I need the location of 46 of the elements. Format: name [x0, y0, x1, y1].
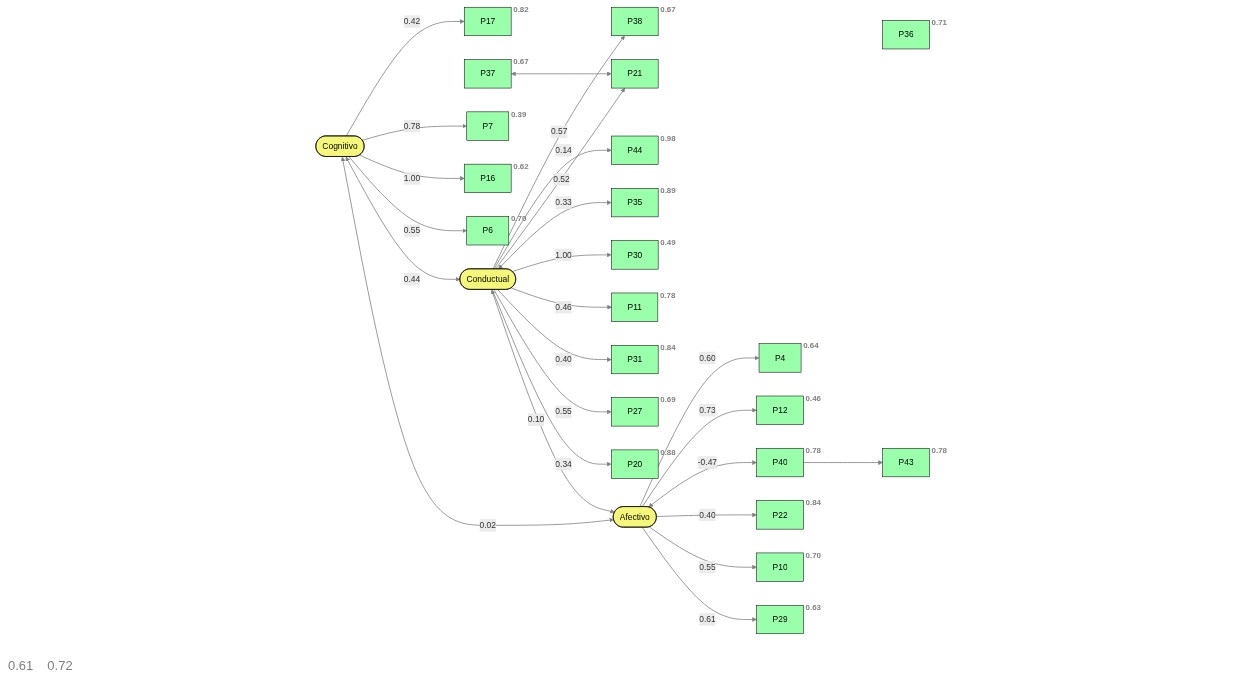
node-box: P30 — [611, 239, 659, 269]
edge-label: 0.40 — [555, 354, 572, 364]
edge-label: 0.46 — [555, 301, 572, 311]
edge-label: 0.40 — [699, 509, 716, 519]
node-box: P11 — [611, 292, 658, 322]
edge-label: 0.10 — [527, 414, 545, 424]
node-box: P16 — [464, 163, 512, 193]
node-box: P7 — [466, 111, 509, 141]
edge-label: 0.02 — [479, 520, 496, 530]
edge-label: 0.78 — [403, 120, 421, 130]
node-box: P31 — [611, 344, 659, 374]
edge-label: -0.47 — [697, 457, 717, 467]
edge-label: 0.61 — [699, 614, 716, 624]
node-box: P40 — [756, 447, 804, 477]
edge-label: 0.60 — [699, 352, 716, 362]
node-box: P10 — [756, 552, 804, 582]
note-text: 0.61 — [8, 658, 34, 673]
edge-label: 0.55 — [403, 225, 421, 235]
node-box: P37 — [464, 58, 512, 88]
node-box: P17 — [464, 6, 512, 36]
edge-label: 0.44 — [403, 273, 421, 283]
edge-label: 0.57 — [550, 126, 568, 136]
edge-label: 0.14 — [555, 145, 572, 155]
node-box: P22 — [756, 499, 804, 529]
edge-label: 0.55 — [699, 561, 716, 571]
node-box: P44 — [611, 135, 659, 165]
note-text: 0.72 — [47, 658, 73, 673]
node-box: P35 — [611, 187, 659, 217]
node-box: P20 — [611, 449, 659, 479]
node-box: P43 — [882, 447, 930, 477]
edge-label: 0.42 — [403, 16, 421, 26]
node-box: P6 — [466, 215, 509, 245]
node-box: P21 — [611, 58, 659, 88]
edge-label: 0.55 — [555, 406, 572, 416]
node-box: P38 — [611, 6, 659, 36]
node-box: P27 — [611, 396, 659, 426]
edge-label: 0.33 — [555, 197, 572, 207]
edge-label: 1.00 — [403, 173, 421, 183]
node-box: P12 — [756, 395, 804, 425]
edge-label: 1.00 — [555, 249, 572, 259]
node-box: P29 — [756, 604, 804, 634]
node-box: P4 — [758, 342, 802, 372]
node-box: P36 — [882, 19, 930, 49]
edge-label: 0.34 — [555, 458, 572, 468]
edge-label: 0.73 — [699, 405, 716, 414]
edge-label: 0.52 — [553, 174, 570, 184]
